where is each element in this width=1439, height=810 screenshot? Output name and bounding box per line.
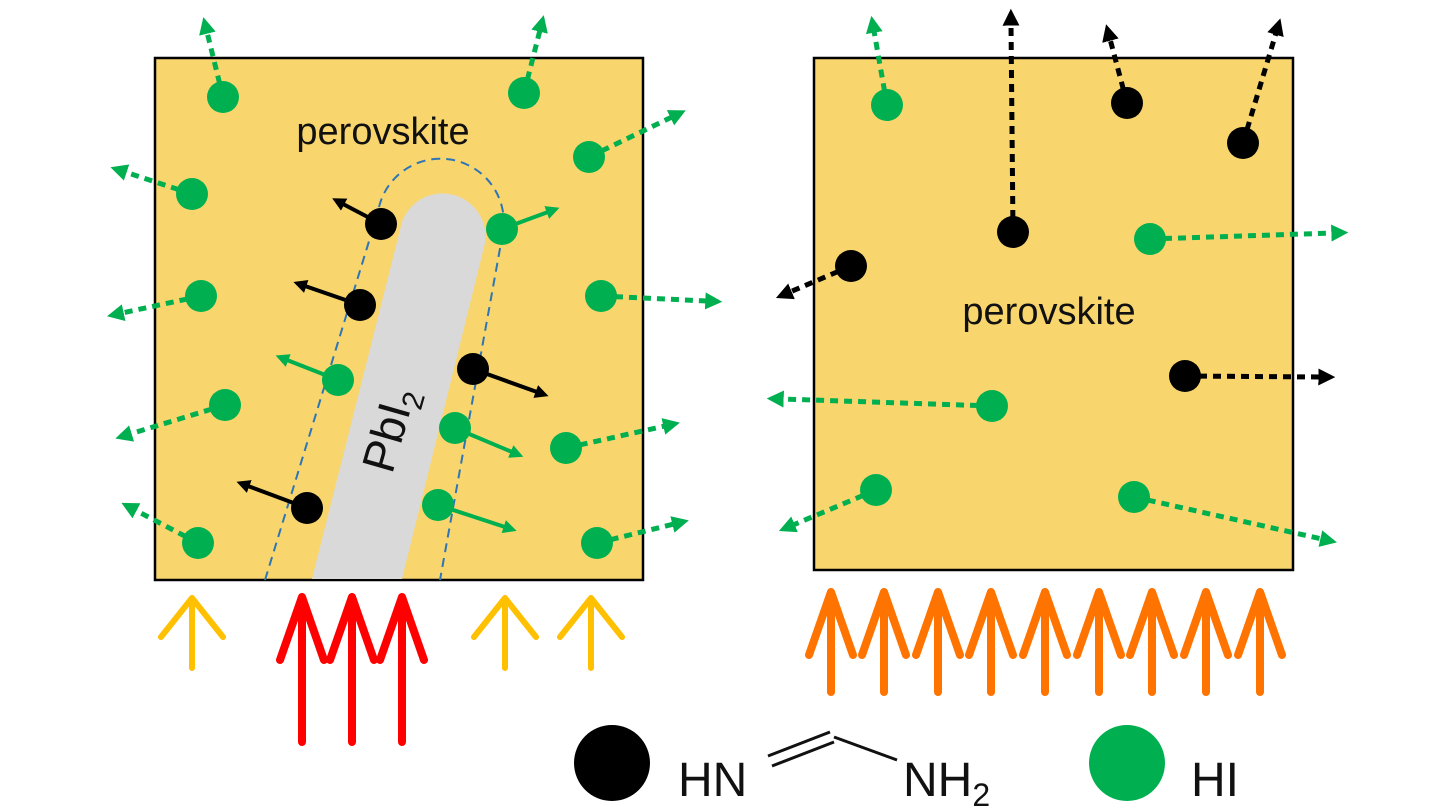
formamidine-molecule	[291, 492, 323, 524]
pbi2-grain	[312, 193, 486, 579]
hi-molecule	[508, 77, 540, 109]
heat-arrow	[965, 588, 1017, 696]
right-hi-arrows	[766, 15, 1349, 547]
right-perovskite-box	[812, 56, 1295, 572]
hi-molecule	[976, 390, 1008, 422]
hi-molecule	[871, 89, 903, 121]
legend: HN NH2 HI	[574, 725, 1239, 810]
formamidine-molecule	[835, 250, 867, 282]
left-formamidine-dots	[291, 208, 489, 524]
legend-hi-marker	[1089, 725, 1165, 801]
legend-hi-label: HI	[1191, 754, 1239, 807]
formamidine-molecule	[1111, 87, 1143, 119]
heat-arrow	[471, 595, 539, 671]
hi-molecule	[185, 280, 217, 312]
legend-double-bond	[767, 730, 898, 768]
hi-arrow	[521, 15, 548, 94]
hi-arrow	[115, 402, 226, 442]
hi-molecule	[1134, 223, 1166, 255]
left-heat-arrows-yellow	[158, 595, 625, 671]
pbi2-interface-boundary	[264, 157, 505, 581]
formamidine-molecule	[365, 208, 397, 240]
hi-molecule	[176, 178, 208, 210]
formamidine-arrow	[1184, 368, 1336, 386]
hi-molecule	[439, 412, 471, 444]
heat-arrow	[1180, 588, 1232, 696]
hi-arrow	[1149, 224, 1349, 242]
legend-formamidine-hn: HN	[678, 754, 747, 807]
heat-arrow	[805, 588, 857, 696]
hi-molecule	[1118, 481, 1150, 513]
formamidine-arrow	[1240, 18, 1284, 144]
formamidine-arrow	[1002, 8, 1020, 233]
heat-arrow	[1234, 588, 1286, 696]
formamidine-molecule	[457, 353, 489, 385]
hi-arrow	[766, 390, 993, 409]
hi-molecule	[573, 141, 605, 173]
hi-arrow	[565, 418, 680, 451]
heat-arrow	[326, 593, 378, 746]
heat-arrow	[1019, 588, 1071, 696]
right-formamidine-dots	[835, 87, 1259, 392]
hi-molecule	[182, 527, 214, 559]
hi-arrow	[1133, 494, 1337, 547]
formamidine-arrow	[775, 263, 852, 300]
hi-molecule	[486, 213, 518, 245]
heat-arrow	[276, 593, 328, 746]
hi-arrow	[110, 164, 193, 197]
hi-molecule	[207, 81, 239, 113]
legend-formamidine-marker	[574, 725, 650, 801]
formamidine-molecule	[1227, 127, 1259, 159]
right-perovskite-label: perovskite	[962, 291, 1135, 333]
formamidine-molecule	[1169, 360, 1201, 392]
heat-arrow	[1126, 588, 1178, 696]
hi-molecule	[209, 389, 241, 421]
hi-molecule	[550, 432, 582, 464]
hi-molecule	[322, 364, 354, 396]
right-heat-arrows	[805, 588, 1286, 696]
left-perovskite-label: perovskite	[296, 111, 469, 153]
right-hi-dots	[860, 89, 1166, 513]
hi-arrow	[199, 17, 226, 98]
heat-arrow	[1073, 588, 1125, 696]
hi-molecule	[422, 489, 454, 521]
formamidine-molecule	[344, 289, 376, 321]
hi-molecule	[581, 527, 613, 559]
formamidine-arrow	[1102, 24, 1130, 104]
heat-arrow	[858, 588, 910, 696]
hi-arrow	[600, 292, 723, 310]
hi-molecule	[585, 280, 617, 312]
left-heat-arrows-red	[276, 593, 428, 746]
right-formamidine-arrows	[775, 8, 1336, 386]
left-hi-dots	[176, 77, 617, 559]
heat-arrow	[557, 595, 625, 671]
heat-arrow	[158, 595, 226, 671]
heat-arrow	[376, 593, 428, 746]
hi-arrow	[121, 502, 200, 546]
hi-molecule	[860, 474, 892, 506]
hi-arrow	[865, 15, 890, 106]
legend-formamidine-nh2: NH2	[903, 754, 990, 810]
formamidine-molecule	[997, 216, 1029, 248]
heat-arrow	[912, 588, 964, 696]
